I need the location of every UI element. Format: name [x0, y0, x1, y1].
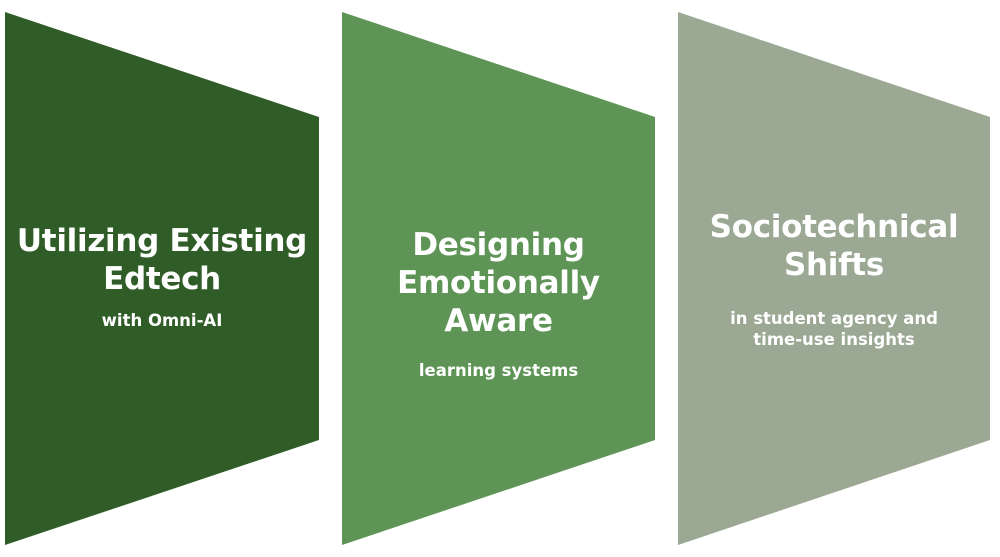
panel-designing-emotionally-aware: Designing Emotionally Aware learning sys…	[342, 0, 655, 557]
panel-shape	[5, 12, 319, 545]
panel-title: Sociotechnical Shifts	[684, 208, 984, 284]
panel-shape	[342, 12, 655, 545]
panel-subtitle-line: in student agency and	[730, 309, 938, 328]
panel-title-line: Sociotechnical	[709, 209, 959, 245]
panel-subtitle: in student agency and time-use insights	[684, 308, 984, 350]
panel-subtitle-line: learning systems	[418, 361, 579, 380]
panel-title-line: Emotionally Aware	[397, 265, 600, 339]
panel-title-line: Utilizing Existing	[16, 223, 308, 259]
trapezoid-shape	[5, 12, 319, 545]
panel-subtitle: learning systems	[348, 360, 649, 381]
panel-utilizing-existing-edtech: Utilizing Existing Edtech with Omni-AI	[5, 0, 319, 557]
panel-title-line: Shifts	[784, 247, 884, 283]
trapezoid-shape	[678, 12, 990, 545]
panel-title-line: Designing	[412, 227, 585, 263]
panel-text: Designing Emotionally Aware learning sys…	[342, 226, 655, 381]
panel-sociotechnical-shifts: Sociotechnical Shifts in student agency …	[678, 0, 990, 557]
panel-title: Designing Emotionally Aware	[348, 226, 649, 340]
trapezoid-shape	[342, 12, 655, 545]
panel-text: Utilizing Existing Edtech with Omni-AI	[5, 222, 319, 331]
panel-subtitle-line: with Omni-AI	[101, 311, 223, 330]
panel-title: Utilizing Existing Edtech	[11, 222, 313, 298]
panel-subtitle: with Omni-AI	[11, 310, 313, 331]
panel-subtitle-line: time-use insights	[753, 330, 915, 349]
panel-text: Sociotechnical Shifts in student agency …	[678, 208, 990, 350]
panel-title-line: Edtech	[103, 261, 221, 297]
panel-shape	[678, 12, 990, 545]
